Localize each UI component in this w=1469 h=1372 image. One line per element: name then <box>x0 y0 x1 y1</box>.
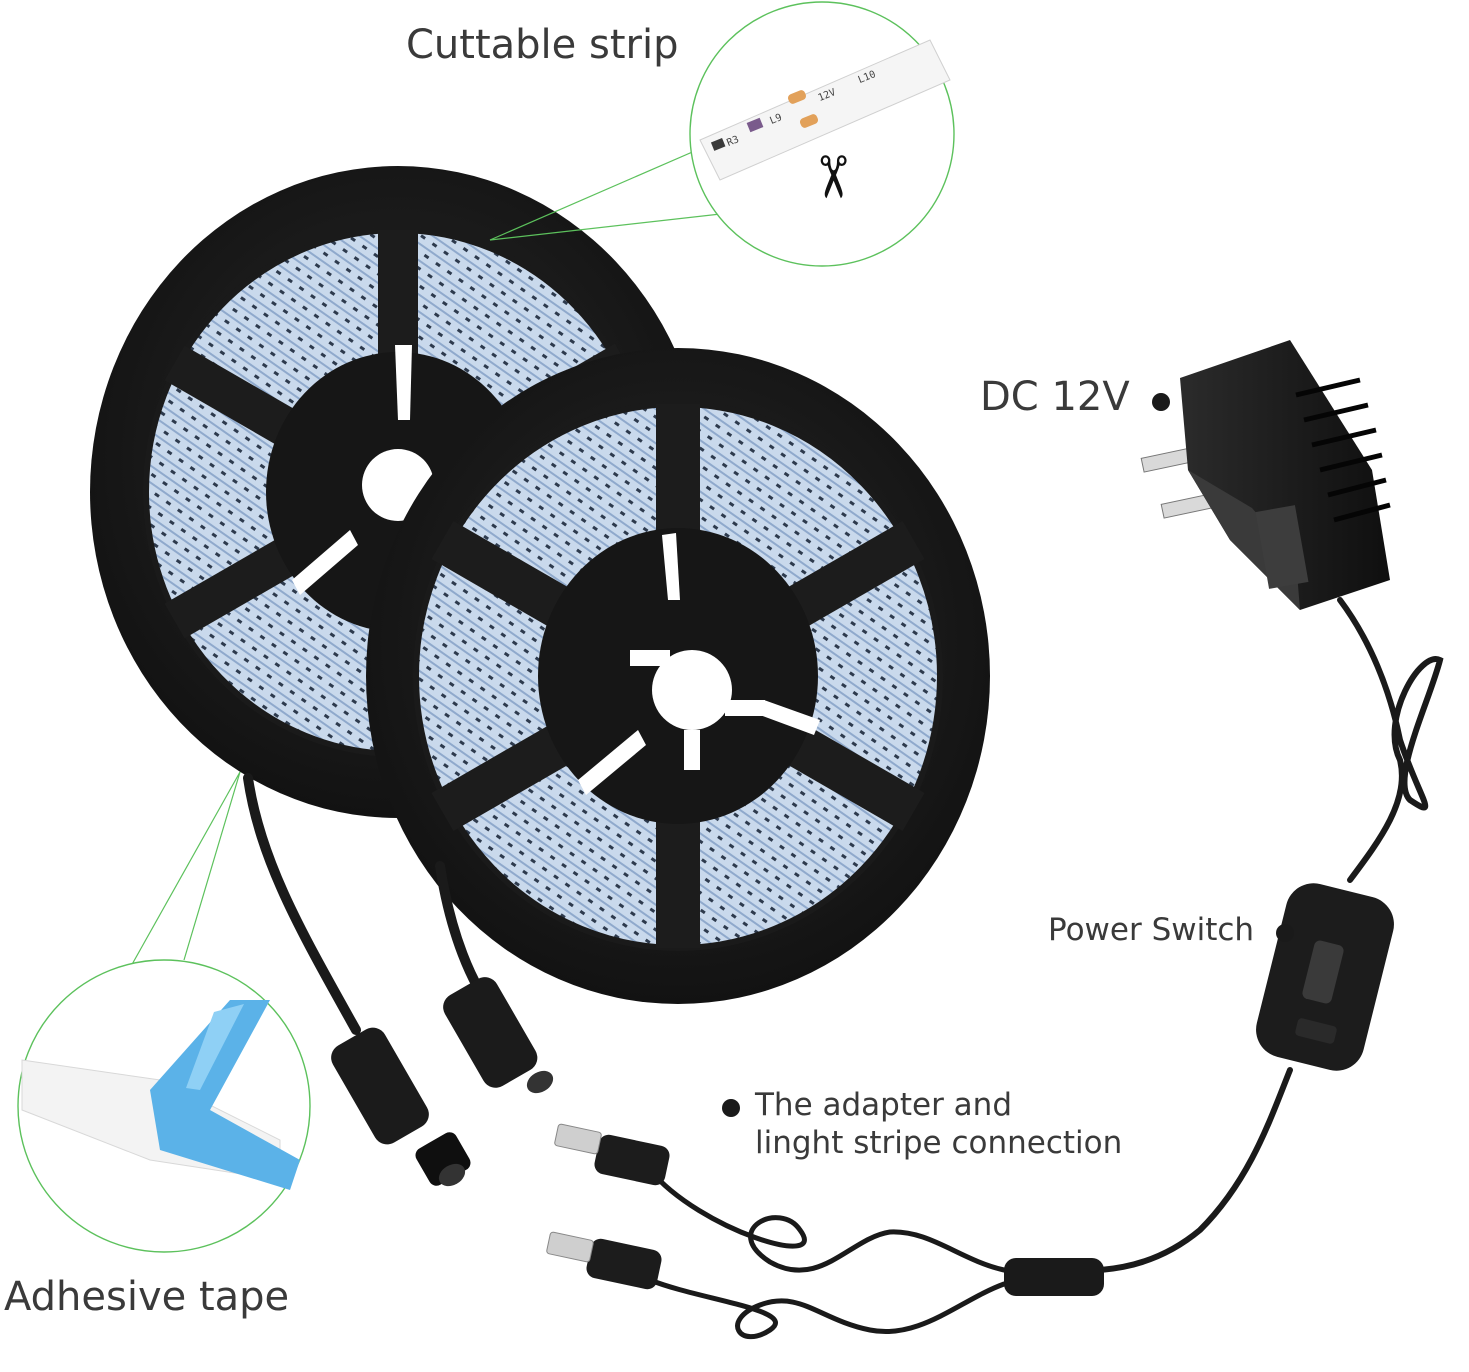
scissors-icon: ✂ <box>798 152 867 202</box>
adhesive-tape-callout <box>17 771 311 1253</box>
connection-bullet <box>722 1099 740 1117</box>
dc-12v-label: DC 12V <box>980 374 1130 420</box>
power-switch-label: Power Switch <box>1048 912 1255 948</box>
dc-female-connector-right <box>443 977 554 1094</box>
cuttable-strip-callout <box>489 1 955 267</box>
adhesive-tape-label: Adhesive tape <box>4 1274 290 1320</box>
power-adapter <box>1140 340 1444 883</box>
dc-12v-bullet <box>1152 393 1170 411</box>
connection-label-line2: linght stripe connection <box>755 1125 1123 1161</box>
dc-female-connector-left <box>331 1027 471 1187</box>
connection-label-line1: The adapter and <box>755 1087 1013 1123</box>
power-switch-bullet <box>1276 924 1294 942</box>
front-reel <box>366 348 990 1004</box>
connection-label: The adapter and linght stripe connection <box>755 1086 1122 1162</box>
splitter-cable <box>546 1123 1104 1340</box>
cuttable-strip-label: Cuttable strip <box>406 22 679 68</box>
